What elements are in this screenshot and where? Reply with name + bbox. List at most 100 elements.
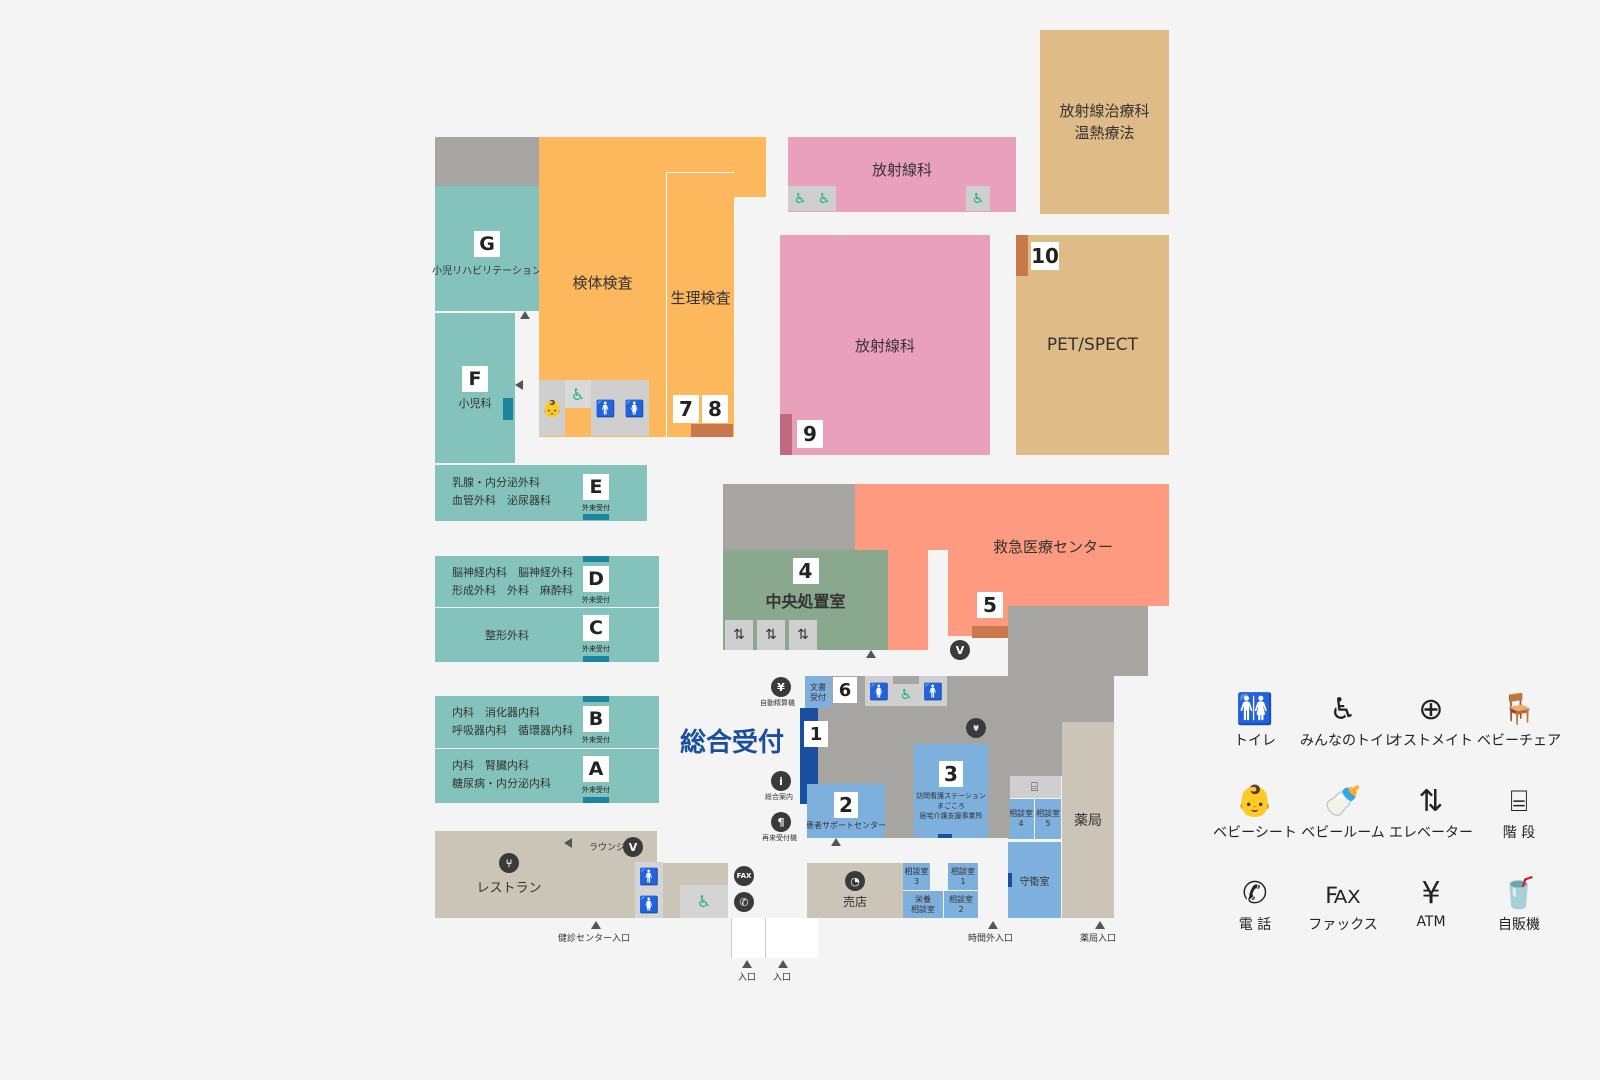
room-consult-2[interactable]: 相談室 2 xyxy=(944,891,978,918)
pet-label: PET/SPECT xyxy=(1046,335,1139,355)
room-consult-3[interactable]: 相談室 3 xyxy=(903,863,930,890)
number-5: 5 xyxy=(977,592,1003,618)
peds-rehab-label: 小児リハビリテーション xyxy=(432,265,542,277)
number-6: 6 xyxy=(833,677,857,703)
legend-item-elevator: ⇅ エレベーター xyxy=(1388,782,1474,842)
outpatient-e: 外来受付 xyxy=(582,504,610,512)
radiology-top-label: 放射線科 xyxy=(871,161,932,179)
female-toilet-icon: 🚺 xyxy=(635,890,663,918)
radiology-counter xyxy=(780,414,792,455)
right-gray-block xyxy=(1008,606,1148,676)
legend-item-baby-room: 🍼 ベビールーム xyxy=(1300,782,1386,842)
toilet-icon: 🚻 xyxy=(1236,692,1274,727)
legend-item-stairs: ⌸ 階 段 xyxy=(1476,782,1562,842)
accessible-toilet-icon: ♿ xyxy=(1329,692,1357,727)
outpatient-a: 外来受付 xyxy=(582,786,610,794)
baby-room-icon: 🍼 xyxy=(1324,784,1362,819)
room-er-top[interactable] xyxy=(855,484,1169,550)
legend-item-baby-chair: 🪑 ベビーチェア xyxy=(1476,690,1562,750)
entrance-pharmacy: 薬局入口 xyxy=(1080,934,1117,944)
room-pharmacy[interactable]: 薬局 xyxy=(1062,722,1114,918)
er-counter xyxy=(972,626,1008,638)
room-restaurant[interactable]: ⑂ レストラン xyxy=(435,831,583,918)
legend-label: オストメイト xyxy=(1389,733,1473,749)
outpatient-d: 外来受付 xyxy=(582,596,610,604)
consult3-label: 相談室 3 xyxy=(904,866,929,886)
room-dept-d[interactable]: 脳神経内科 脳神経外科 形成外科 外科 麻酔科 D 外来受付 xyxy=(435,556,659,607)
info-icon[interactable]: i xyxy=(771,771,791,791)
baby-chair-icon: 🪑 xyxy=(1500,692,1538,727)
restaurant-icon: ⑂ xyxy=(499,853,519,873)
dept-c-label: 整形外科 xyxy=(485,629,529,642)
vending-machine-icon[interactable]: V xyxy=(950,640,970,660)
auto-pay-icon[interactable]: ¥ xyxy=(771,677,791,697)
physio-counter xyxy=(691,424,733,437)
pharmacy-label: 薬局 xyxy=(1074,813,1102,829)
number-8: 8 xyxy=(702,395,728,423)
dept-d-label-2: 形成外科 外科 麻酔科 xyxy=(452,584,573,597)
legend-item-phone: ✆ 電 話 xyxy=(1212,874,1298,934)
room-nutrition[interactable]: 栄養 相談室 xyxy=(903,891,943,918)
counter-b xyxy=(583,696,609,702)
number-7: 7 xyxy=(673,395,699,423)
dept-b-label-1: 内科 消化器内科 xyxy=(452,706,540,719)
nursing-counter xyxy=(938,834,952,838)
room-dept-c[interactable]: 整形外科 C 外来受付 xyxy=(435,608,659,662)
room-guard[interactable]: 守衛室 xyxy=(1008,842,1061,918)
auto-pay-label: 自動精算機 xyxy=(760,699,795,707)
legend-label: 自販機 xyxy=(1498,917,1540,933)
baby-room-icon: 👶 xyxy=(539,380,565,436)
room-patient-support[interactable]: 2 患者サポートセンター xyxy=(806,784,886,838)
lab-label: 検体検査 xyxy=(572,273,633,292)
entrance-afterhours: 時間外入口 xyxy=(968,934,1014,944)
legend-item-ostomate: ⊕ オストメイト xyxy=(1388,690,1474,750)
counter-e xyxy=(583,514,609,520)
consult1-label: 相談室 1 xyxy=(951,866,975,886)
lounge-label: ラウンジ xyxy=(589,843,626,853)
room-consult-5[interactable]: 相談室 5 xyxy=(1035,799,1061,839)
arrow-up-icon xyxy=(520,311,530,319)
fax-icon: ℻ xyxy=(1325,876,1361,911)
room-radiology-main[interactable]: 放射線科 xyxy=(780,235,990,455)
revisit-icon[interactable]: ¶ xyxy=(771,812,791,832)
room-consult-1[interactable]: 相談室 1 xyxy=(948,863,978,890)
male-toilet-icon: 🚹 xyxy=(635,862,663,890)
dept-d-label-1: 脳神経内科 脳神経外科 xyxy=(452,566,573,579)
room-consult-4[interactable]: 相談室 4 xyxy=(1008,799,1034,839)
legend-label: みんなのトイレ xyxy=(1300,733,1398,749)
room-dept-e[interactable]: 乳腺・内分泌外科 血管外科 泌尿器科 E 外来受付 xyxy=(435,465,647,521)
room-physio[interactable]: 生理検査 xyxy=(666,172,734,437)
letter-a: A xyxy=(583,756,609,782)
stairs-icon: ⌸ xyxy=(1510,784,1528,819)
stairs-icon: ⌸ xyxy=(1008,776,1061,798)
elevator-icon: ⇅ xyxy=(1418,784,1444,819)
consult4-label: 相談室 4 xyxy=(1009,809,1033,828)
phone-icon[interactable]: ✆ xyxy=(734,892,754,912)
dept-a-label-2: 糖尿病・内分泌内科 xyxy=(452,777,551,790)
entrance-main-1: 入口 xyxy=(738,973,757,983)
room-lounge[interactable]: ラウンジ V xyxy=(583,831,657,863)
guard-counter xyxy=(1008,873,1012,887)
legend-item-atm: ¥ ATM xyxy=(1388,874,1474,930)
accessible-toilet-icon: ♿ xyxy=(565,380,591,408)
room-dept-b[interactable]: 内科 消化器内科 呼吸器内科 循環器内科 B 外来受付 xyxy=(435,696,659,748)
room-pet[interactable]: PET/SPECT xyxy=(1016,235,1169,455)
room-peds[interactable]: F 小児科 xyxy=(435,313,515,463)
guard-label: 守衛室 xyxy=(1019,876,1050,888)
room-radiotherapy[interactable]: 放射線治療科 温熱療法 xyxy=(1040,30,1169,214)
room-shop[interactable]: ◔ 売店 xyxy=(807,863,903,918)
fax-icon[interactable]: FAX xyxy=(734,866,754,886)
female-toilet-icon: 🚺 xyxy=(620,380,649,436)
info-label: 総合案内 xyxy=(765,793,793,801)
number-3: 3 xyxy=(939,761,963,787)
legend-item-baby-seat: 👶 ベビーシート xyxy=(1212,782,1298,842)
atm-icon[interactable]: ¥ xyxy=(966,718,986,738)
room-dept-a[interactable]: 内科 腎臓内科 糖尿病・内分泌内科 A 外来受付 xyxy=(435,749,659,803)
room-peds-rehab[interactable]: G 小児リハビリテーション xyxy=(432,186,542,311)
room-nursing[interactable]: 3 訪問看護ステーション まごころ 居宅介護支援事業所 xyxy=(914,744,988,838)
room-er-left xyxy=(888,550,928,650)
arrow-up-icon xyxy=(866,650,876,658)
docs-label: 文書 受付 xyxy=(810,683,826,702)
nutrition-label: 栄養 相談室 xyxy=(911,894,935,914)
accessible-toilet-icon: ♿ xyxy=(812,186,836,211)
